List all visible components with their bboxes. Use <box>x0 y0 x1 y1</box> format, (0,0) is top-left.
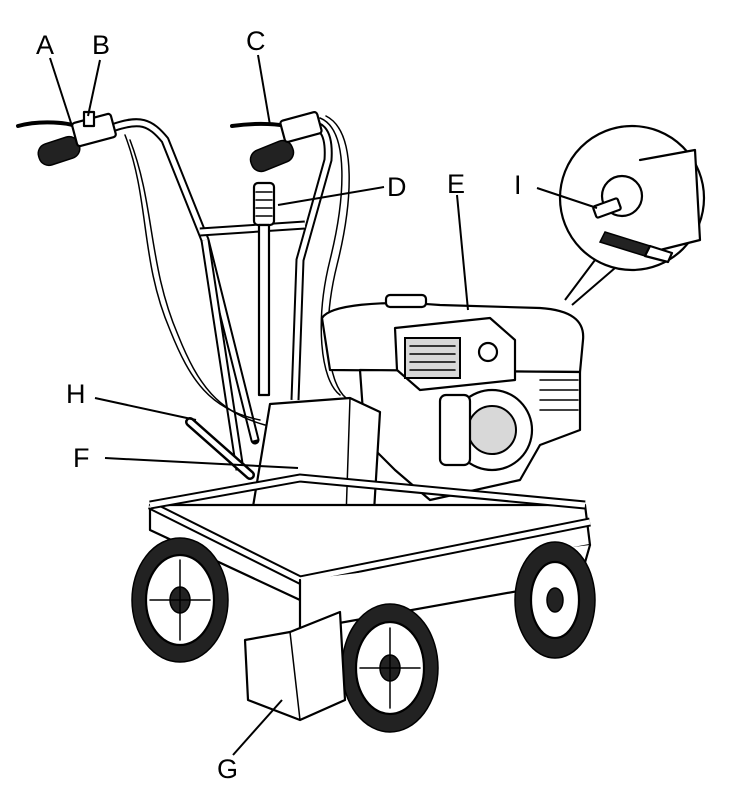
callout-c: C <box>246 26 266 56</box>
callout-h: H <box>66 379 86 409</box>
callout-g: G <box>217 754 238 784</box>
callout-e: E <box>447 169 465 199</box>
callout-f: F <box>73 443 90 473</box>
callout-d: D <box>387 172 407 202</box>
left-grip <box>18 113 116 168</box>
callout-b: B <box>92 30 110 60</box>
callout-a: A <box>36 30 54 60</box>
depth-adjust-handle <box>254 183 274 395</box>
leader-d <box>278 187 384 205</box>
right-grip <box>232 111 322 174</box>
front-right-wheel <box>342 604 438 732</box>
rear-left-wheel <box>132 538 228 662</box>
leader-c <box>258 55 270 125</box>
rear-right-wheel <box>515 542 595 658</box>
leader-g <box>233 700 282 755</box>
blade-housing <box>245 612 345 720</box>
leader-b <box>88 60 100 116</box>
leader-a <box>50 58 72 126</box>
leader-h <box>95 398 196 420</box>
leader-e <box>457 195 468 310</box>
callout-i: I <box>514 170 522 200</box>
detail-inset <box>560 126 704 305</box>
